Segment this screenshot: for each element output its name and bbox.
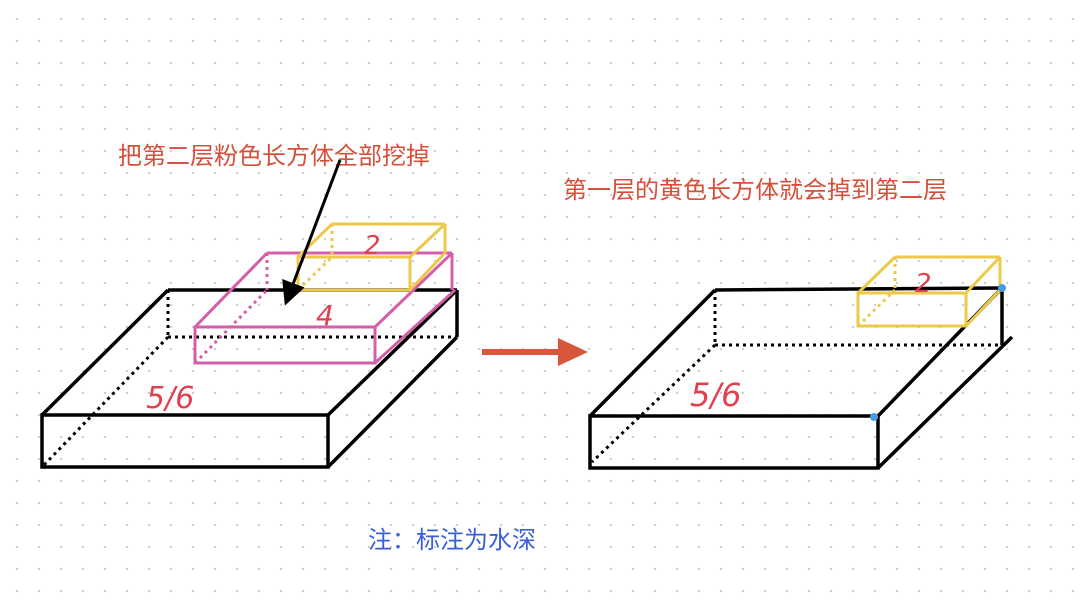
result-caption: 第一层的黄色长方体就会掉到第二层 xyxy=(563,176,947,204)
selection-handle[interactable] xyxy=(998,284,1006,292)
water-depth-note: 注：标注为水深 xyxy=(368,526,536,554)
right-base-label: 5/6 xyxy=(690,376,742,414)
left-base-label: 5/6 xyxy=(146,381,194,416)
transition-arrow xyxy=(482,338,588,366)
pointer-arrow xyxy=(282,159,342,306)
dig-out-caption: 把第二层粉色长方体全部挖掉 xyxy=(118,142,430,170)
left-base-cuboid xyxy=(40,288,459,469)
left-pink-cuboid xyxy=(193,251,457,365)
selection-handle[interactable] xyxy=(870,413,878,421)
right-yellow-label: 2 xyxy=(915,269,932,299)
right-base-cuboid xyxy=(588,286,1014,470)
left-pink-label: 4 xyxy=(316,299,334,332)
left-yellow-label: 2 xyxy=(364,231,381,261)
right-yellow-cuboid xyxy=(856,255,1002,328)
